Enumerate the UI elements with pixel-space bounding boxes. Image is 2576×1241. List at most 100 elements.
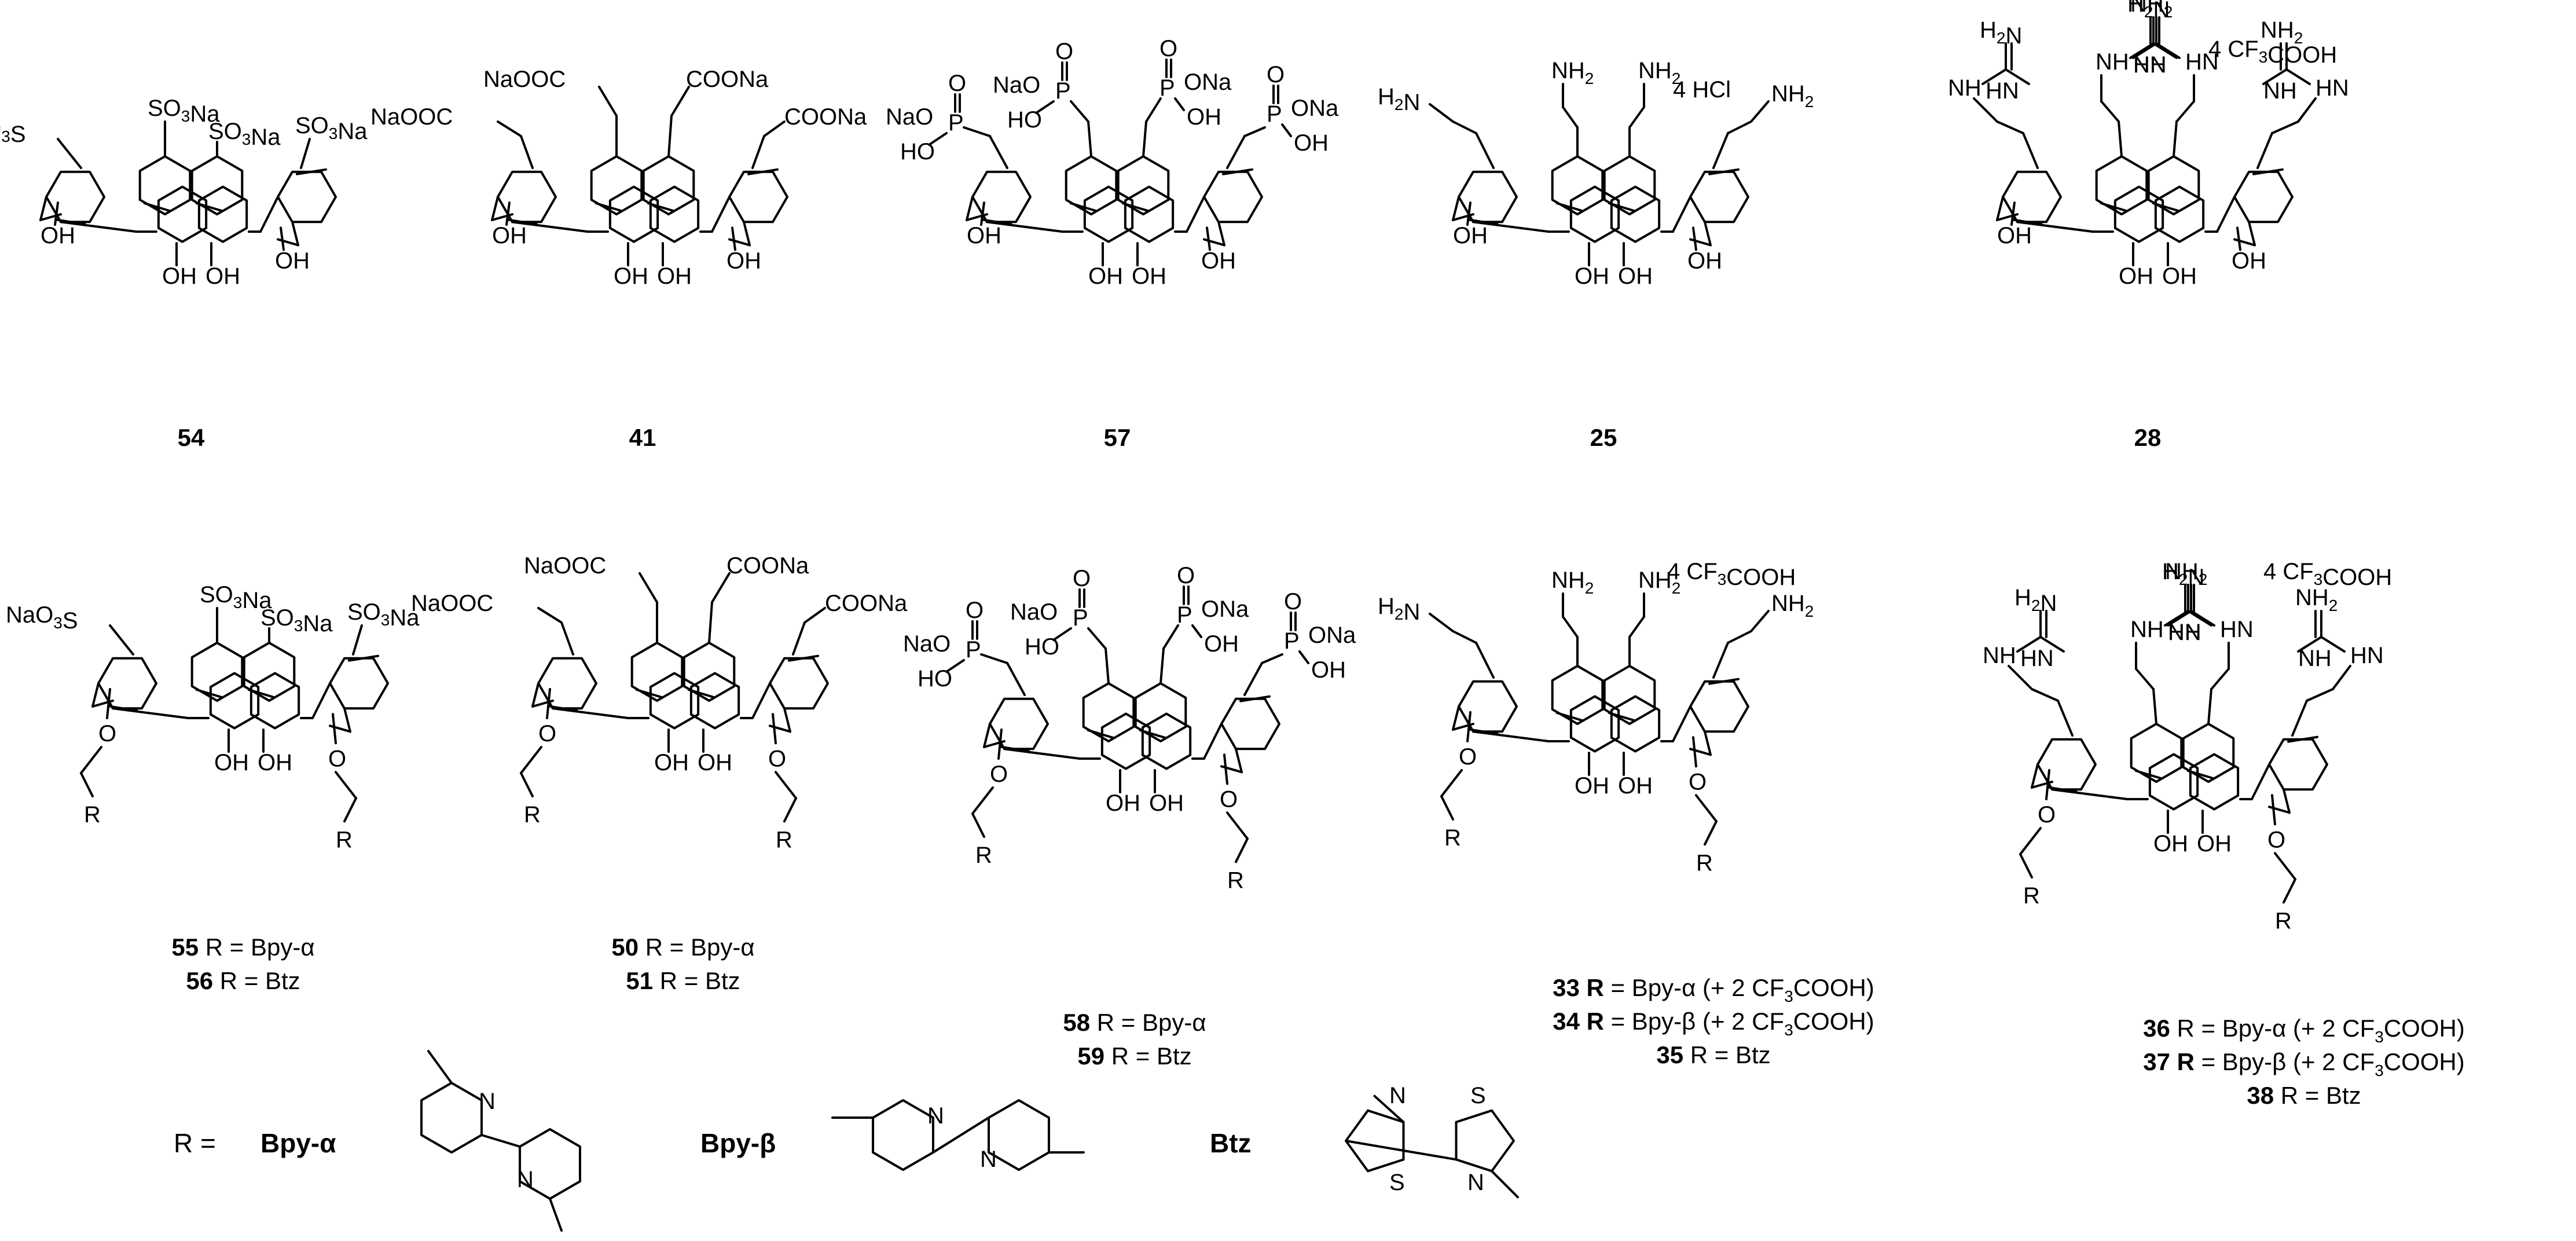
nitrogen-label: N [927, 1103, 944, 1129]
r-group-label: R [2023, 883, 2040, 909]
bond [1052, 627, 1072, 641]
ethyl-bond [2135, 668, 2155, 690]
salt-label: 4 CF3COOH [2263, 559, 2392, 590]
phosphonate-label: OH [1204, 631, 1239, 657]
aryl-ring-center [1551, 665, 1604, 725]
ether-bond [80, 746, 102, 774]
phosphorus-label: P [1284, 628, 1300, 654]
bond [1087, 120, 1092, 158]
methylene-bridge [511, 221, 589, 233]
ethyl-bond [1429, 613, 1454, 632]
phosphonate-label: ONa [1201, 596, 1249, 622]
double-bond [1555, 202, 1583, 212]
bpy-alpha-structure: NN [420, 1050, 581, 1232]
sulfonate-bond [57, 138, 82, 169]
double-bond [195, 689, 223, 698]
aryl-ring-center [190, 642, 244, 702]
ether-bond [1466, 711, 1472, 742]
double-bond [1708, 168, 1740, 175]
wedge [728, 238, 751, 247]
bpy-beta-label: Bpy-β [700, 1128, 776, 1158]
wedge [277, 238, 299, 247]
wedge [743, 221, 751, 247]
ether-bond [783, 797, 797, 823]
hydroxyl-label: OH [2232, 248, 2266, 273]
hydroxyl-label: OH [1088, 263, 1123, 289]
double-bond [747, 168, 779, 175]
methylene-bridge [2251, 763, 2270, 800]
phosphorus-label: P [1055, 78, 1071, 104]
phosphonate-label: OH [1187, 104, 1221, 130]
methylene-bridge [2216, 196, 2236, 233]
hydroxyl-label: OH [206, 263, 240, 289]
ether-bond [1692, 736, 1697, 768]
ethyl-bond [1727, 120, 1752, 134]
methylene-bridge [1472, 221, 1550, 233]
guanidine-bond [2129, 42, 2155, 59]
hydroxyl-label: OH [1618, 263, 1653, 289]
ether-oxygen: O [1459, 744, 1477, 770]
double-bond [1139, 729, 1166, 739]
aryl-ring-front [1610, 695, 1661, 753]
methylene-bridge [259, 196, 279, 233]
ether-bond [997, 729, 1003, 760]
phosphonate-label: HO [1007, 107, 1042, 133]
wedge [291, 221, 299, 247]
aryl-ring-front [2113, 185, 2164, 243]
aryl-ring-left [45, 170, 105, 224]
aryl-ring-left [1458, 170, 1518, 224]
bpy-alpha-label: Bpy-α [260, 1128, 336, 1158]
compound-caption: 37 R = Bpy-β (+ 2 CF3COOH) [2143, 1048, 2465, 1079]
hydroxyl-label: OH [258, 750, 292, 775]
aryl-ring-front [1569, 185, 1620, 243]
bond-to-oh [505, 202, 511, 226]
wedge [2248, 221, 2256, 247]
aryl-ring-center [1603, 665, 1656, 725]
r-group-label: R [776, 827, 792, 852]
double-bond [2287, 735, 2318, 743]
double-bond [595, 202, 622, 212]
hydroxyl-label: OH [41, 223, 75, 248]
ethyl-bond [1475, 132, 1495, 169]
guanidine-nh2-label: NH2 [2130, 0, 2173, 21]
guanidine-imine-label: HN [2020, 646, 2054, 671]
double-bond [195, 202, 223, 212]
guanidine-nh-label: HN [2220, 617, 2254, 642]
methylene-bridge [1672, 196, 1691, 233]
ether-bond [1223, 753, 1228, 785]
guanidine-imine-label: HN [2168, 620, 2201, 645]
guanidine-bond [2016, 636, 2042, 653]
wedge [1217, 221, 1225, 247]
guanidine-bond [2285, 68, 2311, 85]
aryl-ring-center [1065, 155, 1118, 215]
ether-oxygen: O [1689, 769, 1707, 795]
methylene-bridge [751, 682, 771, 719]
sulfur-label: S [1470, 1083, 1486, 1108]
compound-caption: 56 R = Btz [186, 967, 300, 994]
ether-bond [775, 771, 797, 800]
guanidine-bond [1981, 68, 2007, 85]
aryl-ring-right [2233, 170, 2294, 224]
double-bond [647, 202, 674, 212]
ether-oxygen: O [2038, 802, 2056, 828]
hydroxyl-label: OH [214, 750, 249, 775]
aryl-ring-front [209, 672, 260, 730]
bond [945, 659, 965, 673]
r-group-label: R [1696, 850, 1713, 876]
phosphonate-label: ONa [1184, 69, 1232, 95]
ethyl-bond [2175, 100, 2195, 123]
hydroxyl-label: OH [967, 223, 1001, 248]
aryl-ring-front [1124, 185, 1175, 243]
nitrogen-label: N [479, 1089, 496, 1114]
compound-number: 54 [178, 424, 205, 451]
aryl-ring-front [2154, 185, 2205, 243]
aryl-ring-front [2148, 753, 2199, 811]
wedge [491, 196, 499, 221]
wedge [1996, 213, 2019, 221]
ether-bond [343, 797, 357, 823]
double-bond [635, 689, 663, 698]
wedge [1203, 238, 1225, 247]
